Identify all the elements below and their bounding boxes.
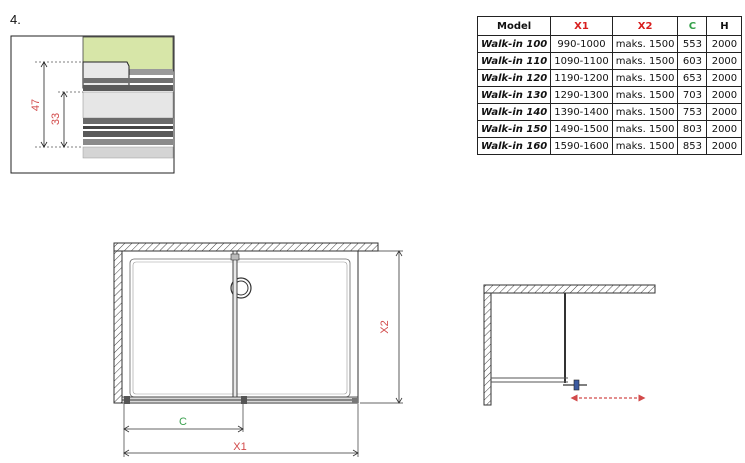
side-plan xyxy=(483,284,656,406)
shower-tray xyxy=(121,250,359,404)
dim-label-c: C xyxy=(179,416,187,428)
dim-label-x1: X1 xyxy=(233,441,246,453)
profile-rail xyxy=(83,118,173,124)
dim-label-outer: 47 xyxy=(30,99,42,111)
model-name-cell: Walk-in 160 xyxy=(476,137,552,155)
table-cell: 1590-1600 xyxy=(550,137,613,155)
side-hinge xyxy=(573,379,580,391)
dim-label-x2: X2 xyxy=(379,320,391,333)
drain xyxy=(230,277,252,299)
left-wall xyxy=(113,250,123,404)
side-top-wall xyxy=(483,284,656,294)
side-left-wall xyxy=(483,292,492,406)
top-wall xyxy=(113,242,379,252)
dim-label-inner: 33 xyxy=(50,113,62,125)
step-number: 4. xyxy=(10,12,21,27)
stabilizer-bar xyxy=(232,250,238,400)
main-plan: C X1 X2 xyxy=(113,242,403,457)
table-cell: 2000 xyxy=(706,137,743,155)
detail-frame xyxy=(10,35,175,174)
